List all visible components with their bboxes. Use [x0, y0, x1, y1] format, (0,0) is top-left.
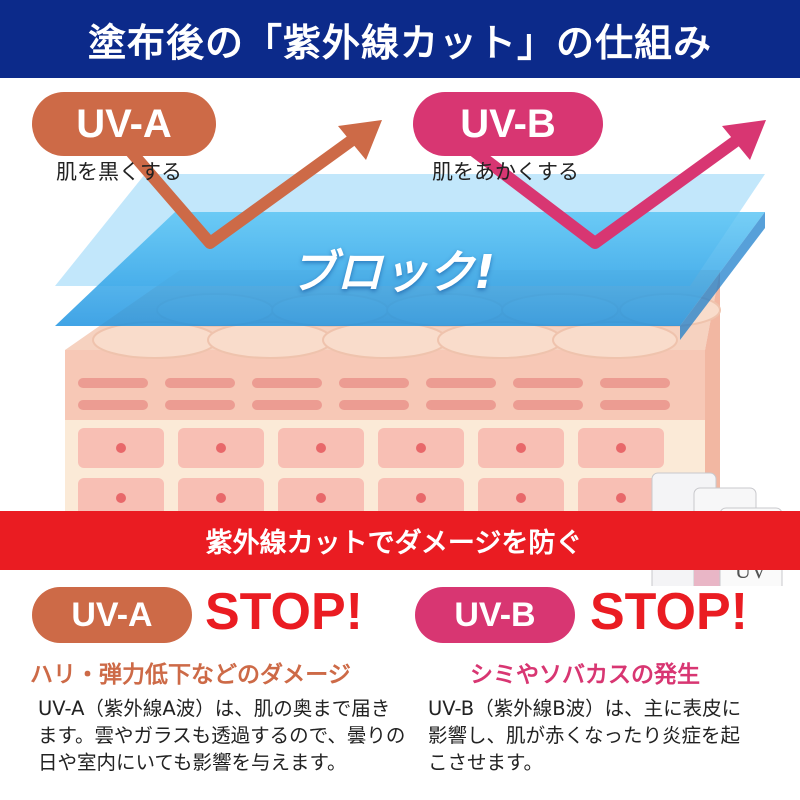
uv-protection-edge: [680, 212, 765, 340]
uva-stop-label: UV-A: [32, 587, 192, 643]
uvb-top-label: UV-B: [413, 92, 603, 156]
uva-arrow-head: [338, 120, 382, 160]
page-title: 塗布後の「紫外線カット」の仕組み: [0, 0, 800, 78]
uvb-stop-text: STOP!: [590, 583, 748, 641]
uva-top-label: UV-A: [32, 92, 216, 156]
skin-side-face: [705, 270, 720, 518]
block-text: ブロック!: [290, 245, 495, 299]
damage-prevention-banner: 紫外線カットでダメージを防ぐ: [0, 511, 800, 570]
uvb-arrow: [464, 132, 746, 249]
cell-nuclei: [116, 443, 626, 503]
uvb-effect-text: 肌をあかくする: [432, 160, 579, 184]
uvb-arrow-head: [722, 120, 766, 160]
skin-layers-graphic: UV UV: [55, 110, 783, 586]
uvb-description: UV-B（紫外線B波）は、主に表皮に 影響し、肌が赤くなったり炎症を起 こさせま…: [428, 697, 742, 774]
uva-effect-text: 肌を黒くする: [56, 160, 182, 184]
uva-description: UV-A（紫外線A波）は、肌の奥まで届き ます。雲やガラスも透過するので、曇りの…: [38, 697, 406, 774]
skin-illustration: UV UV UV-A 肌を黒くする UV-B 肌をあかくする ブロック!: [0, 78, 800, 586]
uvb-damage-heading: シミやソバカスの発生: [470, 662, 700, 688]
uvb-stop-label: UV-B: [415, 587, 575, 643]
uva-arrow: [94, 110, 361, 249]
epidermis-cells: [78, 378, 670, 410]
uva-damage-heading: ハリ・弾力低下などのダメージ: [30, 662, 351, 688]
uva-stop-text: STOP!: [205, 583, 363, 641]
